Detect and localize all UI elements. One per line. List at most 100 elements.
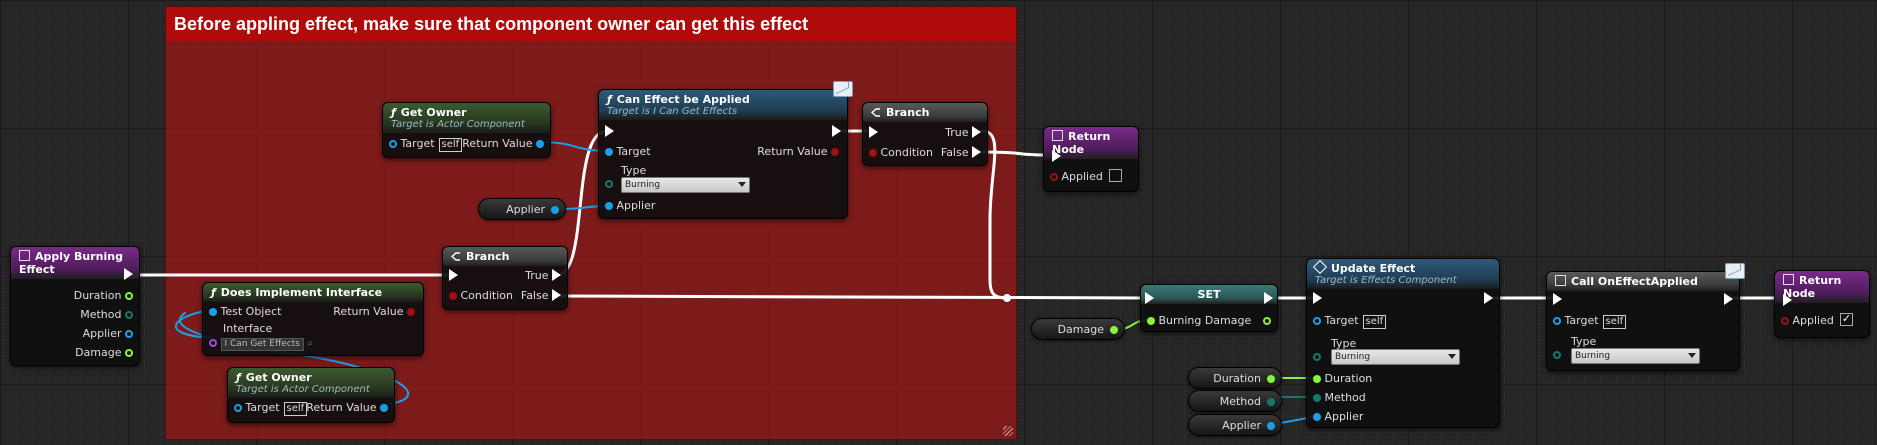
- applied-checkbox[interactable]: [1108, 169, 1122, 182]
- comment-resize-grip[interactable]: [1003, 426, 1013, 436]
- bool-pin-icon[interactable]: [407, 308, 415, 316]
- bool-pin-icon[interactable]: [1781, 317, 1789, 325]
- apply-burning-effect-node[interactable]: Apply Burning Effect Duration Method App…: [10, 246, 140, 366]
- branch-node-1[interactable]: Branch True Condition False: [442, 246, 568, 310]
- comment-title[interactable]: Before appling effect, make sure that co…: [166, 7, 1016, 41]
- exec-in-pin[interactable]: [1052, 149, 1061, 165]
- damage-variable[interactable]: Damage: [1031, 318, 1125, 340]
- condition-pin[interactable]: Condition: [449, 288, 513, 304]
- exec-pin-icon[interactable]: [605, 125, 614, 137]
- float-pin-icon[interactable]: [1263, 317, 1271, 325]
- float-pin-icon[interactable]: [125, 292, 133, 300]
- exec-pin-icon[interactable]: [1484, 292, 1493, 304]
- exec-out-pin[interactable]: [1264, 291, 1273, 307]
- node-header[interactable]: Call OnEffectApplied: [1547, 263, 1745, 291]
- exec-pin-icon[interactable]: [832, 125, 841, 137]
- object-pin-icon[interactable]: [234, 404, 242, 412]
- exec-in-pin[interactable]: [869, 125, 878, 141]
- bool-pin-icon[interactable]: [831, 148, 839, 156]
- interface-pin-icon[interactable]: [209, 339, 217, 347]
- byte-pin-icon[interactable]: [1313, 394, 1321, 402]
- node-header[interactable]: Branch: [863, 103, 987, 122]
- float-pin-icon[interactable]: [1110, 326, 1118, 334]
- burning-damage-pin[interactable]: Burning Damage: [1147, 313, 1251, 329]
- exec-pin-icon[interactable]: [449, 269, 458, 281]
- method-variable[interactable]: Method: [1188, 390, 1282, 412]
- exec-pin-icon[interactable]: [1724, 293, 1733, 305]
- return-node-2[interactable]: Return Node Applied: [1774, 270, 1870, 338]
- interface-pin[interactable]: I Can Get Effects ⌕: [209, 335, 313, 351]
- return-value-pin[interactable]: Return Value: [462, 136, 544, 152]
- exec-pin-icon[interactable]: [869, 126, 878, 138]
- exec-pin-icon[interactable]: [1313, 292, 1322, 304]
- object-pin-icon[interactable]: [125, 330, 133, 338]
- applied-pin[interactable]: Applied: [1781, 311, 1853, 329]
- type-pin[interactable]: [1313, 349, 1321, 365]
- exec-pin-icon[interactable]: [1553, 293, 1562, 305]
- true-pin[interactable]: True: [525, 268, 561, 284]
- float-pin-icon[interactable]: [1147, 317, 1155, 325]
- exec-pin-icon[interactable]: [552, 289, 561, 301]
- exec-in-pin[interactable]: [1553, 292, 1562, 308]
- applier-pin[interactable]: Applier: [83, 326, 133, 342]
- float-pin-icon[interactable]: [1267, 375, 1275, 383]
- exec-out-pin[interactable]: [1724, 292, 1733, 308]
- exec-pin-icon[interactable]: [1145, 292, 1154, 304]
- node-header[interactable]: SET: [1141, 285, 1277, 304]
- object-pin-icon[interactable]: [605, 148, 613, 156]
- object-pin-icon[interactable]: [1553, 317, 1561, 325]
- applier-variable-2[interactable]: Applier: [1188, 414, 1282, 436]
- interface-dropdown[interactable]: I Can Get Effects: [220, 338, 304, 351]
- applier-variable-1[interactable]: Applier: [478, 198, 566, 220]
- condition-pin[interactable]: Condition: [869, 145, 933, 161]
- object-pin-icon[interactable]: [605, 202, 613, 210]
- burning-damage-out-pin[interactable]: [1263, 313, 1271, 329]
- duration-variable[interactable]: Duration: [1188, 367, 1282, 389]
- exec-in-pin[interactable]: [605, 124, 614, 140]
- branch-node-2[interactable]: Branch True Condition False: [862, 102, 988, 166]
- byte-pin-icon[interactable]: [125, 311, 133, 319]
- bool-pin-icon[interactable]: [1050, 173, 1058, 181]
- method-pin[interactable]: Method: [1313, 390, 1366, 406]
- type-pin[interactable]: [605, 176, 613, 192]
- method-pin[interactable]: Method: [80, 307, 133, 323]
- type-dropdown[interactable]: Burning: [1571, 348, 1700, 364]
- node-header[interactable]: Branch: [443, 247, 567, 266]
- object-pin-icon[interactable]: [389, 140, 397, 148]
- exec-pin-icon[interactable]: [1264, 292, 1273, 304]
- exec-in-pin[interactable]: [1313, 291, 1322, 307]
- object-pin-icon[interactable]: [551, 206, 559, 214]
- bool-pin-icon[interactable]: [869, 149, 877, 157]
- applied-checkbox[interactable]: [1839, 311, 1853, 327]
- byte-pin-icon[interactable]: [1553, 351, 1561, 359]
- exec-out-pin[interactable]: [124, 267, 133, 283]
- type-pin[interactable]: [1553, 347, 1561, 363]
- byte-pin-icon[interactable]: [605, 180, 613, 188]
- return-value-pin[interactable]: Return Value: [333, 304, 415, 320]
- exec-out-pin[interactable]: [832, 124, 841, 140]
- exec-pin-icon[interactable]: [972, 126, 981, 138]
- exec-in-pin[interactable]: [449, 268, 458, 284]
- search-icon[interactable]: ⌕: [307, 338, 313, 349]
- object-pin-icon[interactable]: [1313, 317, 1321, 325]
- return-value-pin[interactable]: Return Value: [306, 400, 388, 416]
- float-pin-icon[interactable]: [1313, 375, 1321, 383]
- object-pin-icon[interactable]: [209, 308, 217, 316]
- object-pin-icon[interactable]: [380, 404, 388, 412]
- bool-pin-icon[interactable]: [449, 292, 457, 300]
- target-pin[interactable]: Target: [605, 144, 651, 160]
- return-node-1[interactable]: Return Node Applied: [1043, 126, 1139, 192]
- object-pin-icon[interactable]: [1267, 422, 1275, 430]
